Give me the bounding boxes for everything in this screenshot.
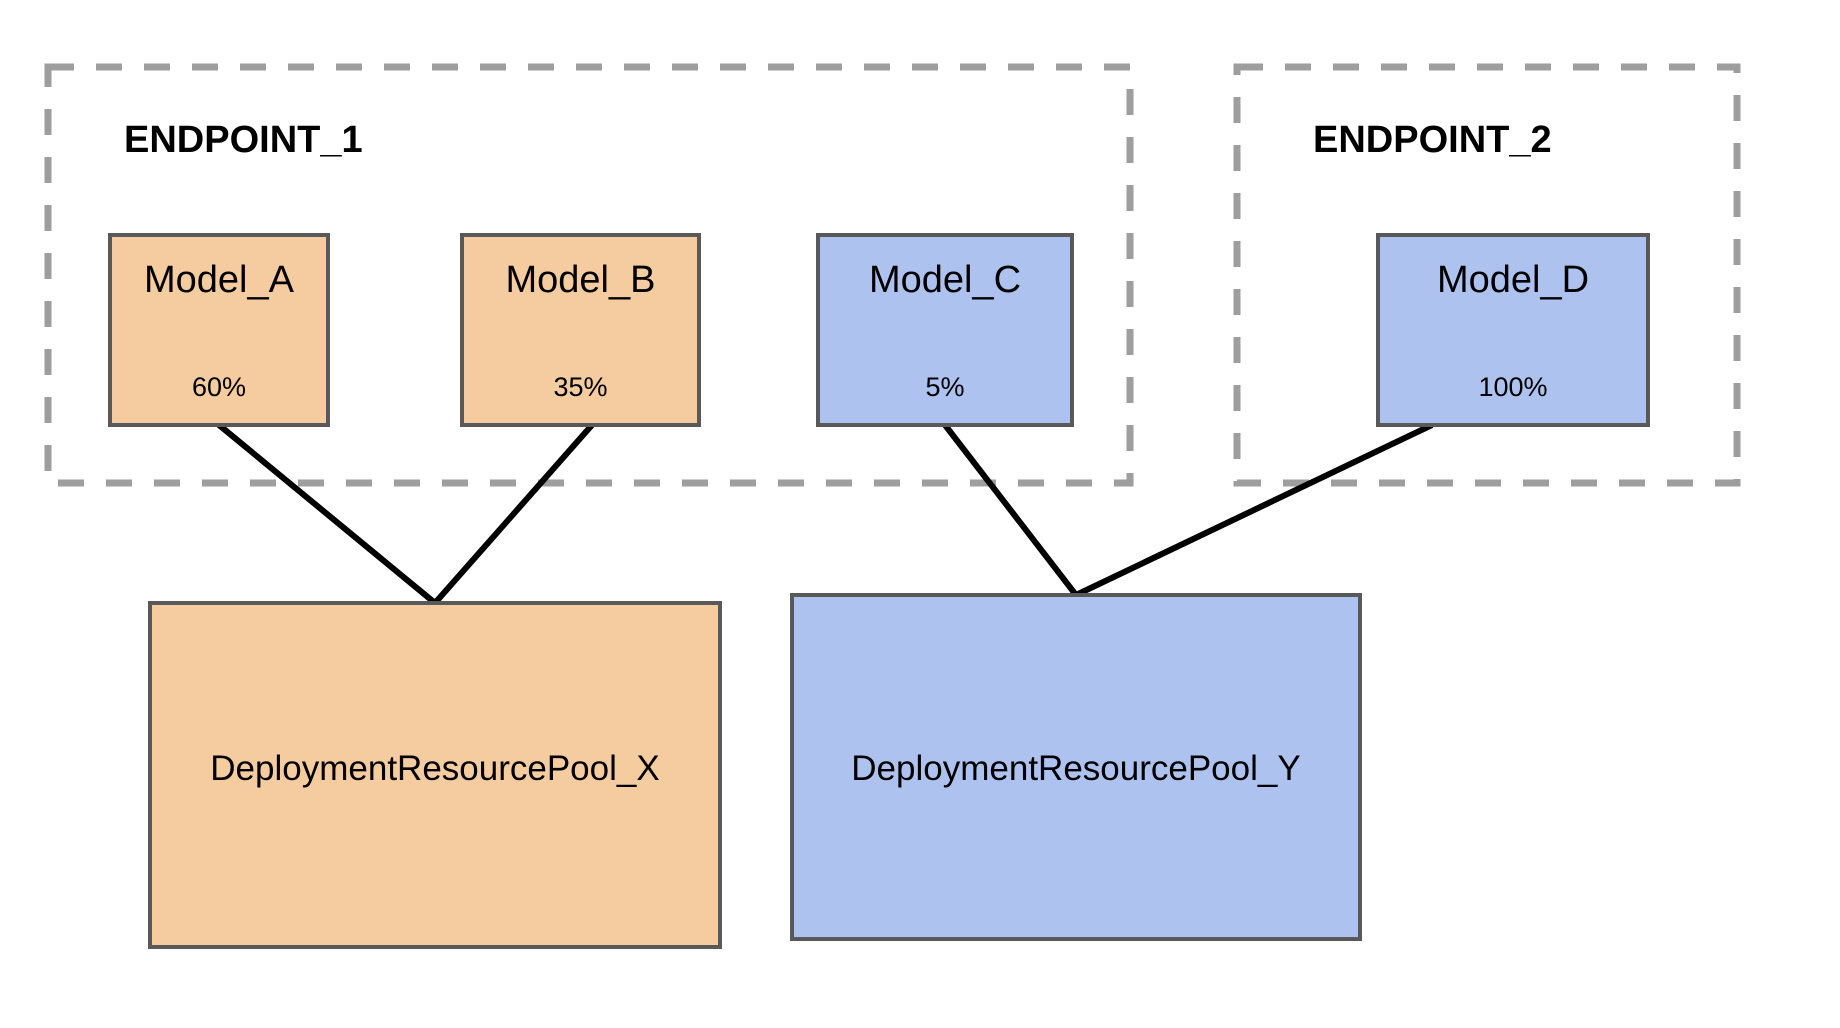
model-c-title: Model_C [869, 259, 1021, 301]
model-c-box[interactable] [816, 233, 1074, 427]
endpoint-group-1-label: ENDPOINT_1 [124, 119, 363, 161]
model-b-title: Model_B [506, 259, 656, 301]
endpoint-group-1-box[interactable] [44, 63, 1134, 487]
model-b-box[interactable] [460, 233, 701, 427]
edge-model-b-to-pool-x [432, 423, 595, 605]
edge-model-c-to-pool-y [942, 423, 1079, 597]
model-node-d[interactable]: Model_D 100% [1376, 233, 1650, 427]
endpoint-group-2-label: ENDPOINT_2 [1313, 119, 1552, 161]
model-b-percent: 35% [553, 372, 607, 402]
edge-model-d-to-pool-y [1074, 422, 1434, 598]
model-a-percent: 60% [192, 372, 246, 402]
model-c-percent: 5% [925, 372, 964, 402]
model-d-percent: 100% [1478, 372, 1547, 402]
model-node-a[interactable]: Model_A 60% [108, 233, 330, 427]
edge-model-a-to-pool-x [217, 422, 437, 606]
pool-node-y[interactable]: DeploymentResourcePool_Y [790, 593, 1362, 941]
pool-x-box[interactable] [148, 601, 722, 949]
pool-y-title: DeploymentResourcePool_Y [851, 749, 1300, 788]
model-d-title: Model_D [1437, 259, 1589, 301]
pool-x-title: DeploymentResourcePool_X [210, 749, 659, 788]
pool-y-box[interactable] [790, 593, 1362, 941]
model-node-c[interactable]: Model_C 5% [816, 233, 1074, 427]
model-a-title: Model_A [144, 259, 295, 301]
model-node-b[interactable]: Model_B 35% [460, 233, 701, 427]
model-a-box[interactable] [108, 233, 330, 427]
model-d-box[interactable] [1376, 233, 1650, 427]
pool-node-x[interactable]: DeploymentResourcePool_X [148, 601, 722, 949]
endpoint-group-2-box[interactable] [1233, 63, 1741, 487]
